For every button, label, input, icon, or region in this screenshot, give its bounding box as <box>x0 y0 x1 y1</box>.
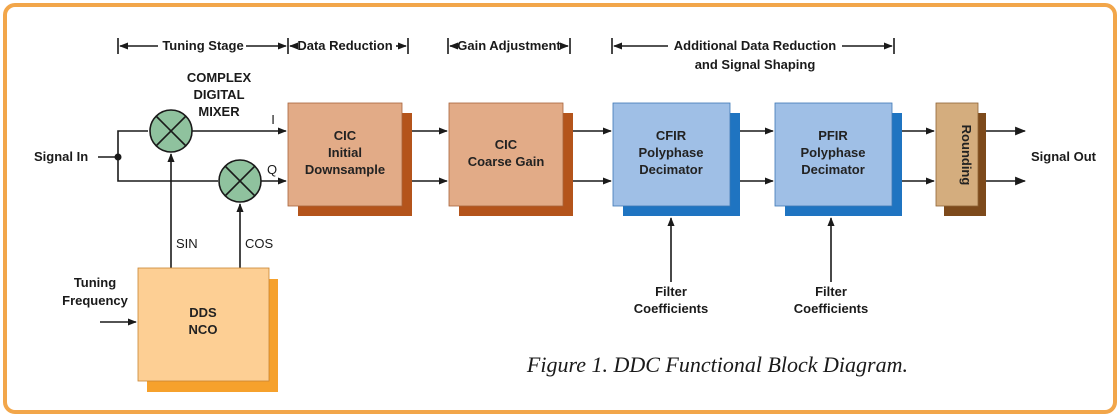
stage-additional-label-2: and Signal Shaping <box>695 57 816 72</box>
dds-nco-block <box>137 267 278 392</box>
pfir-coeff-label-2: Coefficients <box>794 301 868 316</box>
dds-label: DDS <box>189 305 217 320</box>
pfir-block <box>774 102 902 216</box>
cfir-line2: Polyphase <box>638 145 703 160</box>
cic-gain-block <box>448 102 573 216</box>
stage-additional-label-1: Additional Data Reduction <box>674 38 837 53</box>
mixer-i <box>149 109 193 153</box>
cfir-block <box>612 102 740 216</box>
i-label: I <box>271 112 275 127</box>
pfir-line3: Decimator <box>801 162 865 177</box>
pfir-coeff-label-1: Filter <box>815 284 847 299</box>
pfir-line1: PFIR <box>818 128 848 143</box>
figure-caption: Figure 1. DDC Functional Block Diagram. <box>526 352 908 377</box>
rounding-label: Rounding <box>959 125 974 186</box>
cfir-coeff-label-2: Coefficients <box>634 301 708 316</box>
mixer-q <box>218 159 262 203</box>
stage-gain-label: Gain Adjustment <box>457 38 561 53</box>
cfir-line3: Decimator <box>639 162 703 177</box>
cos-label: COS <box>245 236 274 251</box>
q-label: Q <box>267 162 277 177</box>
mixer-title-line3: MIXER <box>198 104 240 119</box>
mixer-title-line1: COMPLEX <box>187 70 252 85</box>
stage-data-reduction-label: Data Reduction <box>297 38 392 53</box>
tuning-frequency-label-1: Tuning <box>74 275 116 290</box>
mixer-title-line2: DIGITAL <box>193 87 244 102</box>
signal-out-label: Signal Out <box>1031 149 1097 164</box>
tuning-frequency-label-2: Frequency <box>62 293 129 308</box>
nco-label: NCO <box>189 322 218 337</box>
pfir-line2: Polyphase <box>800 145 865 160</box>
cic-initial-line1: CIC <box>334 128 357 143</box>
stage-brackets <box>117 38 895 54</box>
stage-tuning-label: Tuning Stage <box>162 38 243 53</box>
cic-initial-line3: Downsample <box>305 162 385 177</box>
cfir-coeff-label-1: Filter <box>655 284 687 299</box>
cic-initial-block <box>287 102 412 216</box>
rounding-block <box>935 102 986 216</box>
cic-initial-line2: Initial <box>328 145 362 160</box>
cic-gain-line2: Coarse Gain <box>468 154 545 169</box>
cfir-line1: CFIR <box>656 128 687 143</box>
cic-gain-line1: CIC <box>495 137 518 152</box>
sin-label: SIN <box>176 236 198 251</box>
signal-in-label: Signal In <box>34 149 88 164</box>
